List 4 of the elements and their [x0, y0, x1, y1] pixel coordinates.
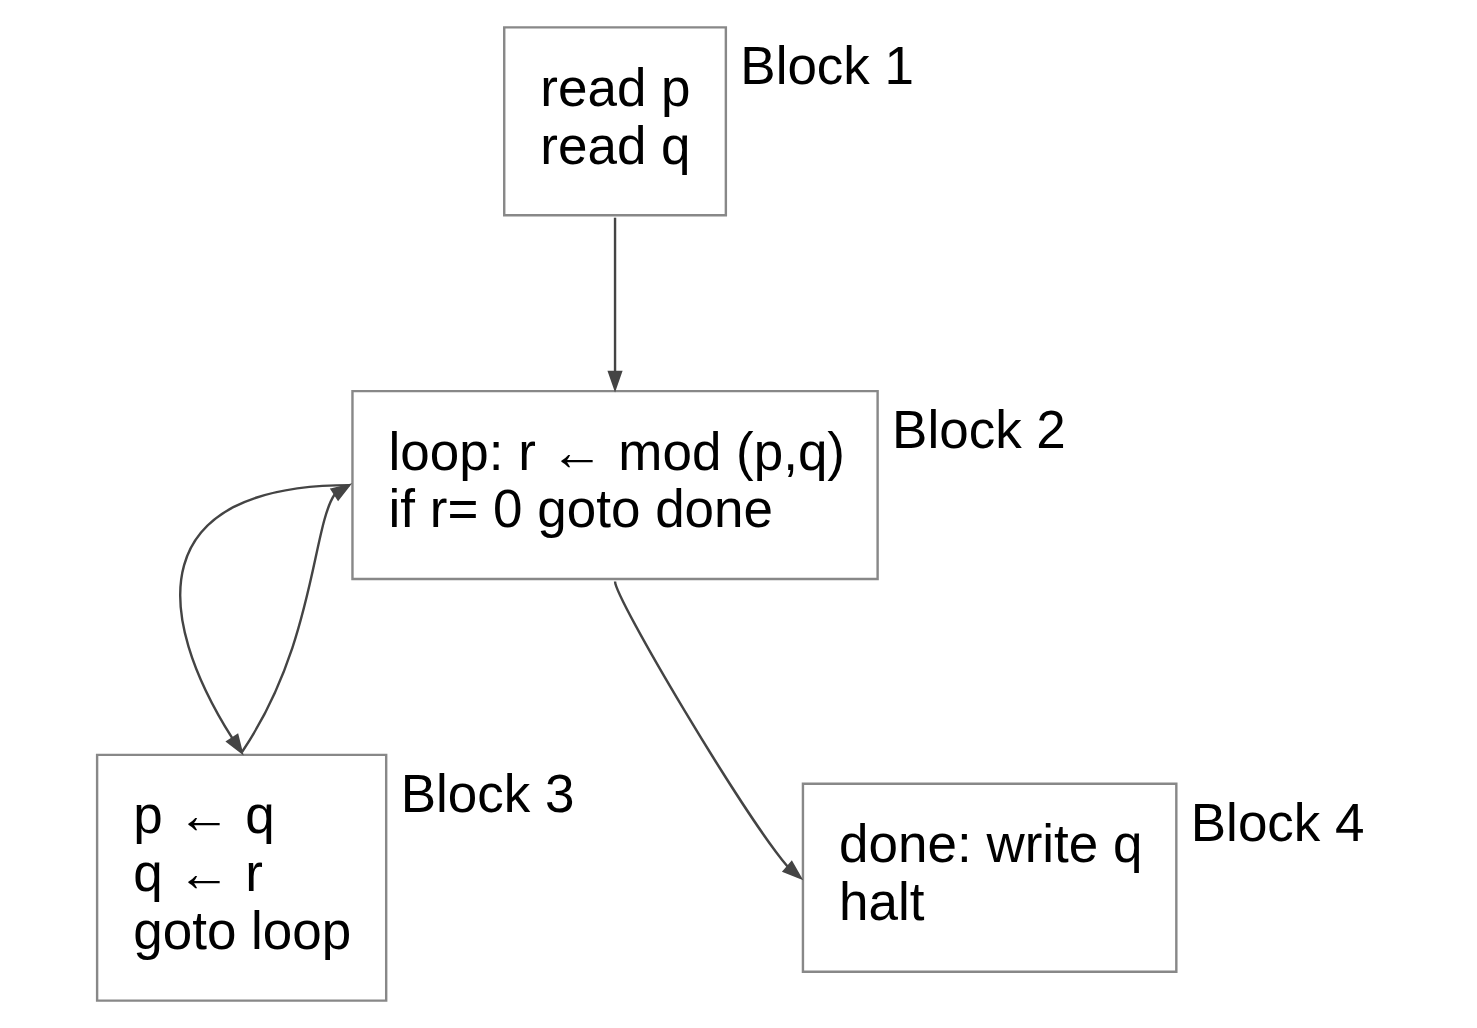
node-label: Block 1 — [740, 36, 915, 96]
node-label: Block 4 — [1190, 792, 1365, 852]
node-label: Block 2 — [892, 399, 1066, 459]
node-label: Block 3 — [400, 763, 575, 823]
